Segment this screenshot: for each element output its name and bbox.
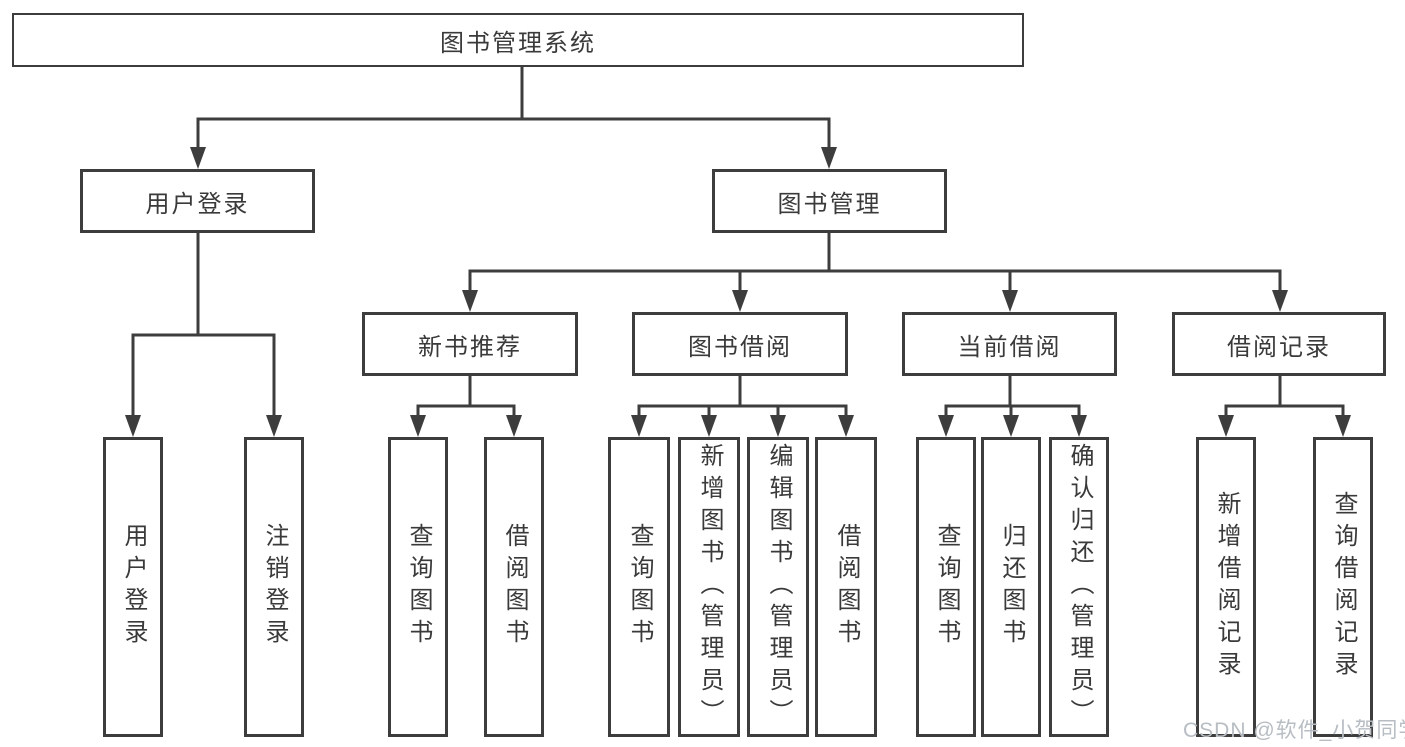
node-current-borrowing: 当前借阅 [902, 312, 1117, 376]
leaf-label: 新增图书（管理员） [696, 443, 723, 731]
leaf-label: 借阅图书 [501, 523, 528, 651]
node-label: 图书管理 [777, 190, 882, 218]
leaf-query-books-recommend: 查询图书 [388, 437, 448, 737]
leaf-add-book-admin: 新增图书（管理员） [678, 437, 740, 737]
node-borrowing-records: 借阅记录 [1172, 312, 1386, 376]
leaf-borrow-books: 借阅图书 [815, 437, 877, 737]
leaf-borrow-books-recommend: 借阅图书 [484, 437, 544, 737]
node-new-book-recommendation: 新书推荐 [362, 312, 578, 376]
connector-userlogin-to-leaves [125, 231, 282, 437]
leaf-label: 归还图书 [998, 523, 1025, 651]
leaf-label: 查询图书 [626, 523, 653, 651]
connector-bookmgmt-to-level3 [462, 231, 1288, 312]
node-book-borrowing: 图书借阅 [632, 312, 848, 376]
node-user-login: 用户登录 [80, 169, 315, 233]
leaf-label: 用户登录 [120, 523, 147, 651]
connector-records-to-leaves [1218, 374, 1351, 437]
leaf-confirm-return-admin: 确认归还（管理员） [1049, 437, 1109, 737]
leaf-label: 注销登录 [261, 523, 288, 651]
node-label: 图书管理系统 [440, 29, 596, 57]
leaf-logout: 注销登录 [244, 437, 304, 737]
node-label: 新书推荐 [418, 333, 522, 361]
node-label: 当前借阅 [957, 333, 1062, 361]
leaf-user-login: 用户登录 [103, 437, 163, 737]
node-book-management: 图书管理 [712, 169, 947, 233]
connector-root-to-level2 [190, 64, 837, 169]
leaf-add-borrow-record: 新增借阅记录 [1196, 437, 1256, 737]
leaf-label: 查询图书 [405, 523, 432, 651]
leaf-label: 查询图书 [933, 523, 960, 651]
connector-borrow-to-leaves [631, 374, 854, 437]
leaf-query-books-borrow: 查询图书 [608, 437, 670, 737]
node-label: 用户登录 [145, 190, 250, 218]
node-library-management-system: 图书管理系统 [12, 13, 1024, 67]
leaf-label: 编辑图书（管理员） [765, 443, 792, 731]
connector-current-to-leaves [938, 374, 1087, 437]
leaf-edit-book-admin: 编辑图书（管理员） [747, 437, 809, 737]
node-label: 图书借阅 [688, 333, 792, 361]
leaf-return-books: 归还图书 [981, 437, 1041, 737]
leaf-query-borrow-record: 查询借阅记录 [1313, 437, 1373, 737]
leaf-query-books-current: 查询图书 [916, 437, 976, 737]
node-label: 借阅记录 [1227, 333, 1331, 361]
csdn-watermark: CSDN @软件_小贺同学 [1183, 719, 1405, 742]
leaf-label: 确认归还（管理员） [1066, 443, 1093, 731]
leaf-label: 查询借阅记录 [1330, 491, 1357, 683]
connector-newbook-to-leaves [410, 374, 522, 437]
leaf-label: 借阅图书 [833, 523, 860, 651]
leaf-label: 新增借阅记录 [1213, 491, 1240, 683]
